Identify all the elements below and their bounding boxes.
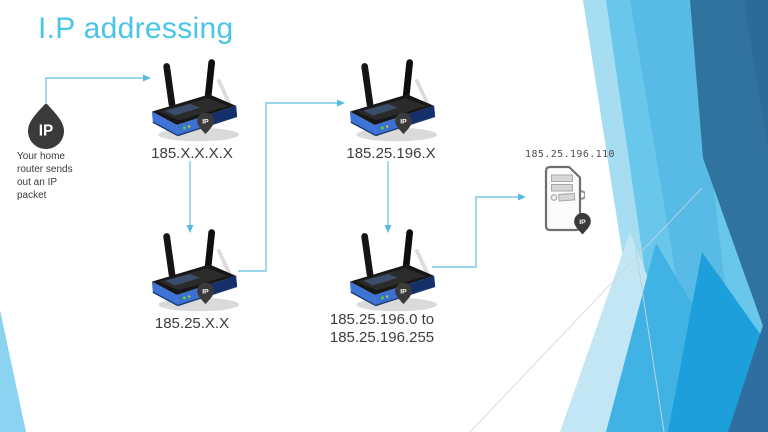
server-ip-badge-icon (574, 213, 591, 235)
server-icon (544, 165, 585, 232)
page-title: I.P addressing (38, 12, 234, 45)
router-3-label: 185.25.X.X (154, 315, 230, 332)
home-caption-line: packet (17, 190, 47, 201)
arrow-router-4-to-server (432, 193, 526, 268)
router-2-icon (344, 58, 440, 148)
server-address-label: 185.25.196.110 (525, 149, 615, 160)
home-caption-line: Your home (17, 151, 65, 162)
home-caption-line: router sends (17, 164, 73, 175)
router-4-label: 185.25.196.0 to 185.25.196.255 (318, 311, 446, 347)
home-ip-pin-icon: IP (28, 104, 64, 149)
router-4-label-line1: 185.25.196.0 to (329, 311, 435, 328)
router-1-icon (146, 58, 242, 148)
arrow-router-3-to-router-2 (238, 99, 345, 272)
router-1-label: 185.X.X.X.X (151, 145, 233, 162)
router-4-label-line2: 185.25.196.255 (329, 329, 435, 346)
router-4-icon (344, 228, 440, 318)
home-pin-label: IP (39, 123, 53, 140)
home-caption-line: out an IP (17, 177, 58, 188)
home-caption: Your home router sends out an IP packet (17, 150, 73, 202)
router-2-label: 185.25.196.X (346, 145, 436, 162)
arrow-home-to-router-1 (45, 74, 151, 106)
router-3-icon (146, 228, 242, 318)
